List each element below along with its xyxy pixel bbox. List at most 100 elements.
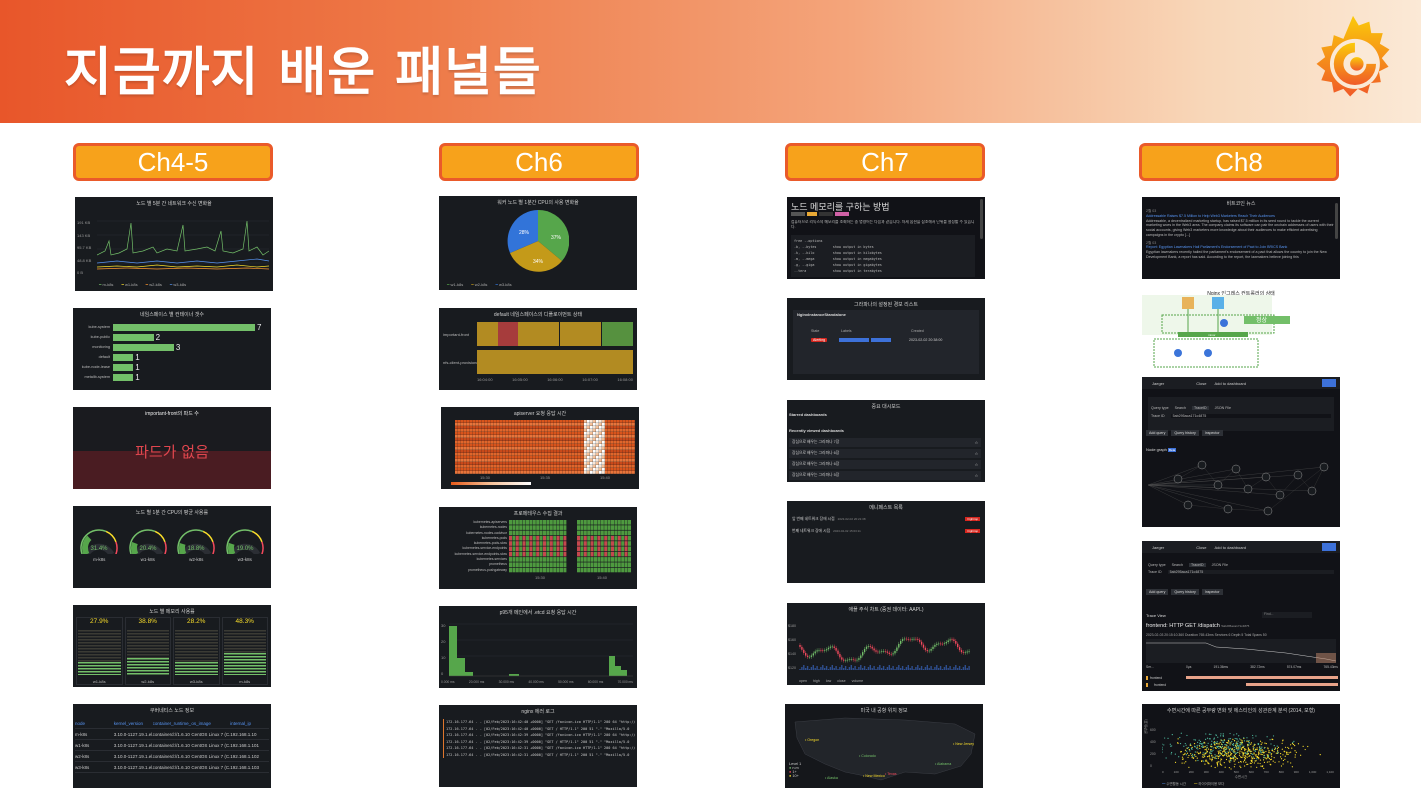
- news-headline[interactable]: Report: Egyptian Lawmakers Hail Parliame…: [1146, 245, 1288, 250]
- legend-item[interactable]: ━ m-k8s: [99, 282, 114, 287]
- volume-bar: [947, 668, 949, 670]
- trace-minimap[interactable]: [1146, 639, 1336, 663]
- legend-item[interactable]: ━ w3-k8s: [495, 282, 512, 287]
- add-to-dashboard-button[interactable]: Add to dashboard: [1214, 380, 1247, 386]
- log-line[interactable]: 172.16.177.64 - - [02/Feb/2023:16:42:40 …: [443, 725, 635, 732]
- panel-deployment-state-timeline[interactable]: default 네임스페이스의 디플로이먼트 상태 important-fron…: [439, 308, 637, 390]
- dashboard-list-item[interactable]: 장심으로 배우는 그라파나 6장☆: [789, 449, 981, 458]
- panel-alert-list[interactable]: 그라파나의 설정된 경보 리스트 NginxInstanceStandalone…: [787, 298, 985, 380]
- panel-airport-map[interactable]: 미국 내 공항 위치 정보 • Oregon• Colorado• New Me…: [785, 704, 983, 788]
- dashboard-list-item[interactable]: 장심으로 배우는 그라파나 6장☆: [789, 460, 981, 469]
- table-header-cell[interactable]: kernel_version: [113, 720, 144, 726]
- trace-find-input[interactable]: Find...: [1262, 612, 1312, 618]
- close-button[interactable]: Close: [1196, 544, 1207, 550]
- airport-marker[interactable]: • Oregon: [805, 738, 820, 742]
- dashboard-list-item[interactable]: 장심으로 배우는 그라파나 7장☆: [789, 438, 981, 447]
- run-query-button[interactable]: [1322, 379, 1336, 387]
- trace-id-input[interactable]: 5ab295aca171c4875: [1167, 570, 1334, 574]
- tab-json-file[interactable]: JSON File: [1214, 406, 1231, 410]
- panel-network-receive-rate[interactable]: 노드 별 5분 간 네트워크 수신 변화율 191 KB 143 KB 95.7…: [75, 197, 273, 291]
- log-line[interactable]: 172.16.177.64 - - [02/Feb/2023:16:42:39 …: [443, 738, 635, 745]
- datasource-picker[interactable]: Jaeger: [1152, 544, 1165, 550]
- datasource-picker[interactable]: Jaeger: [1152, 380, 1165, 386]
- inspector-button[interactable]: Inspector: [1201, 430, 1223, 436]
- panel-node-memory-text[interactable]: 노드 메모리를 구하는 방법 컴퓨터으로 리눅스의 메모리를 조회하는 중 명령…: [787, 197, 985, 279]
- airport-geomap[interactable]: [785, 714, 983, 788]
- airport-marker[interactable]: • Alabama: [935, 762, 952, 766]
- node-graph-header[interactable]: Node graph: [1146, 447, 1167, 452]
- dashboard-list-item[interactable]: 장심으로 배우는 그라파나 5장☆: [789, 471, 981, 480]
- legend-item[interactable]: ━ w1-k8s: [447, 282, 464, 287]
- table-header-cell[interactable]: node: [75, 720, 86, 726]
- close-button[interactable]: Close: [1196, 380, 1207, 386]
- airport-marker[interactable]: • Texas: [885, 772, 897, 776]
- airport-marker[interactable]: • Colorado: [859, 754, 876, 758]
- panel-jaeger-trace-view[interactable]: Jaeger Close Add to dashboard Query type…: [1142, 541, 1340, 691]
- airport-marker[interactable]: • Alaska: [825, 776, 838, 780]
- legend-item[interactable]: ━ w3-k8s: [169, 282, 187, 287]
- star-icon[interactable]: ☆: [974, 441, 978, 445]
- add-query-button[interactable]: Add query: [1146, 430, 1169, 436]
- log-line[interactable]: 172.16.177.64 - - [02/Feb/2023:16:42:40 …: [443, 719, 635, 726]
- panel-worker-cpu-pie[interactable]: 워커 노드 별 1분간 CPU의 사용 변화율 37% 34% 28% ━ w1…: [439, 196, 637, 290]
- table-header-cell[interactable]: os_image: [191, 720, 211, 726]
- query-history-button[interactable]: Query history: [1171, 589, 1199, 595]
- add-query-button[interactable]: Add query: [1146, 589, 1169, 595]
- inspector-button[interactable]: Inspector: [1201, 589, 1223, 595]
- legend-item[interactable]: ━ w2-k8s: [471, 282, 488, 287]
- star-icon[interactable]: ☆: [974, 463, 978, 467]
- scrollbar[interactable]: [1335, 203, 1338, 239]
- legend-item[interactable]: ━ w1-k8s: [121, 282, 138, 287]
- panel-dashboard-list[interactable]: 중요 대시보드 Starred dashboards Recently view…: [787, 400, 985, 482]
- span-row[interactable]: frontend: [1146, 682, 1186, 687]
- alert-rule-name[interactable]: NginxInstanceStandalone: [797, 312, 846, 317]
- add-to-dashboard-button[interactable]: Add to dashboard: [1214, 544, 1247, 550]
- span-row[interactable]: frontend: [1146, 675, 1186, 680]
- log-line[interactable]: 172.16.177.64 - - [02/Feb/2023:16:42:39 …: [443, 732, 635, 739]
- star-icon[interactable]: ☆: [974, 474, 978, 478]
- tab-traceid[interactable]: TraceID: [1191, 406, 1209, 410]
- trace-node-graph[interactable]: [1148, 455, 1336, 525]
- panel-jaeger-node-graph[interactable]: Jaeger Close Add to dashboard Query type…: [1142, 377, 1340, 527]
- tab-search[interactable]: Search: [1174, 406, 1186, 410]
- log-line[interactable]: 172.16.177.64 - - [02/Feb/2023:16:42:31 …: [443, 751, 635, 758]
- news-headline[interactable]: Addressable Raises $7.5 Million to Help …: [1146, 213, 1275, 218]
- trace-id-input[interactable]: 5ab295aca171c4875: [1170, 414, 1331, 418]
- panel-aapl-candlestick[interactable]: 애플 주식 차트 (증권 데이터: AAPL) $180$160$140$120…: [787, 603, 985, 685]
- query-history-button[interactable]: Query history: [1171, 430, 1199, 436]
- table-header-cell[interactable]: container_runtime_ve: [152, 720, 192, 726]
- airport-marker[interactable]: • New Mexico: [863, 774, 885, 778]
- panel-important-front-pods[interactable]: important-front의 파드 수 파드가 없음: [73, 407, 271, 489]
- panel-nginx-error-log[interactable]: nginx 에러 로그 172.16.177.64 - - [02/Feb/20…: [439, 705, 637, 787]
- panel-sleep-study-scatter[interactable]: 수면시간에 따른 공부량 변화 및 에스티인의 성관관계 분석 (2014, 모…: [1142, 704, 1340, 788]
- scrollbar[interactable]: [980, 199, 983, 239]
- star-icon[interactable]: ☆: [974, 452, 978, 456]
- log-line[interactable]: 172.16.177.64 - - [02/Feb/2023:16:42:31 …: [443, 745, 635, 752]
- panel-nginx-ingress-status[interactable]: Nginx 인그레스 컨트롤러의 상태 정상 minor: [1142, 287, 1340, 369]
- airport-marker[interactable]: • New Jersey: [953, 742, 975, 746]
- table-header-cell[interactable]: internal_ip: [230, 720, 251, 726]
- legend-item[interactable]: ━ w2-k8s: [145, 282, 162, 287]
- run-query-button[interactable]: [1322, 543, 1336, 551]
